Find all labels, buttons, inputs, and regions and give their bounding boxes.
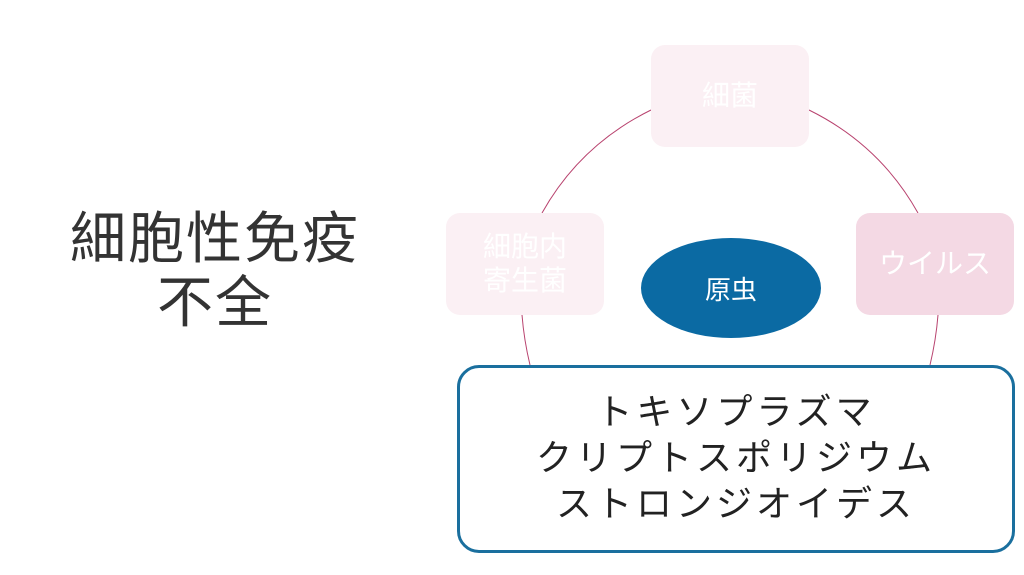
center-node-protozoa: 原虫 bbox=[641, 238, 821, 338]
ring-arc-right-bottom bbox=[929, 314, 939, 366]
node-virus-label: ウイルス bbox=[878, 247, 991, 280]
detail-item-toxoplasma: トキソプラズマ bbox=[596, 392, 876, 433]
protozoa-detail-box: トキソプラズマ クリプトスポリジウム ストロンジオイデス bbox=[457, 365, 1015, 553]
ring-arc-left-bottom bbox=[521, 314, 531, 366]
center-node-label: 原虫 bbox=[704, 275, 757, 306]
node-intracellular-line-2: 寄生菌 bbox=[482, 264, 567, 297]
ring-arc-top-right bbox=[808, 109, 919, 214]
node-virus: ウイルス bbox=[856, 213, 1014, 315]
title-line-1: 細胞性免疫 bbox=[70, 207, 360, 272]
page-title: 細胞性免疫 不全 bbox=[20, 208, 410, 336]
ring-arc-top-left bbox=[541, 109, 652, 214]
node-bacteria-label: 細菌 bbox=[701, 79, 758, 112]
node-intracellular-line-1: 細胞内 bbox=[482, 230, 567, 263]
node-bacteria: 細菌 bbox=[651, 45, 809, 147]
title-line-2: 不全 bbox=[157, 271, 273, 336]
node-intracellular-bacteria: 細胞内 寄生菌 bbox=[446, 213, 604, 315]
detail-item-strongyloides: ストロンジオイデス bbox=[555, 484, 916, 525]
detail-item-cryptosporidium: クリプトスポリジウム bbox=[535, 438, 936, 479]
